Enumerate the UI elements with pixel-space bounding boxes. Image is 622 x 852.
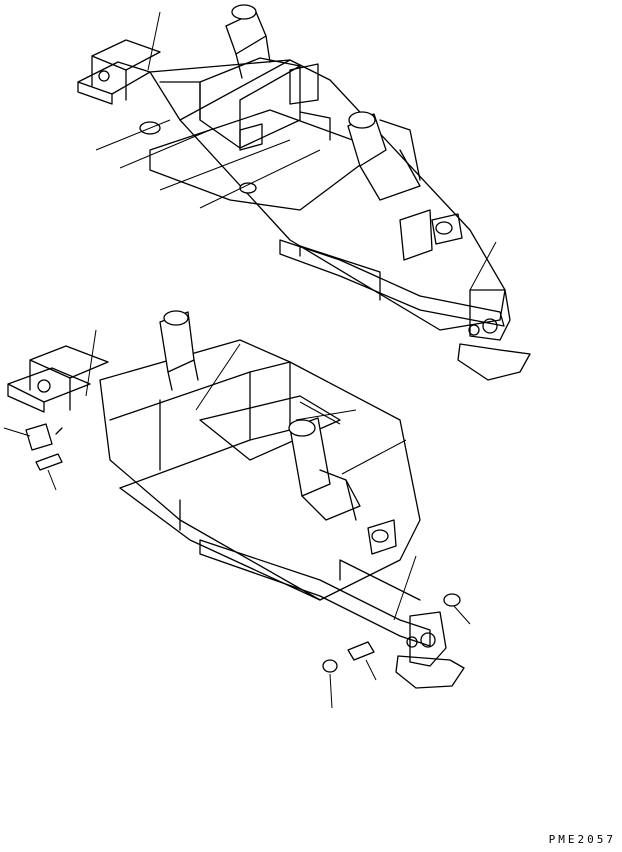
drawing-code: PME2057: [548, 833, 616, 846]
snap-ring-bottom: [322, 659, 338, 673]
leader-line: [147, 11, 161, 71]
pin-right: [347, 641, 375, 661]
snap-ring-right: [443, 593, 461, 607]
lower-left-bracket: [7, 367, 91, 413]
upper-right-pivot: [469, 289, 511, 341]
upper-frame-assembly: [77, 4, 531, 381]
lower-frame-assembly: [3, 310, 471, 709]
pin-left: [35, 453, 63, 471]
upper-main-frame: [149, 59, 506, 331]
lower-right-pivot: [409, 611, 447, 667]
shim-left: [25, 423, 53, 451]
upper-left-bracket: [77, 61, 151, 105]
lower-main-frame: [99, 339, 421, 601]
